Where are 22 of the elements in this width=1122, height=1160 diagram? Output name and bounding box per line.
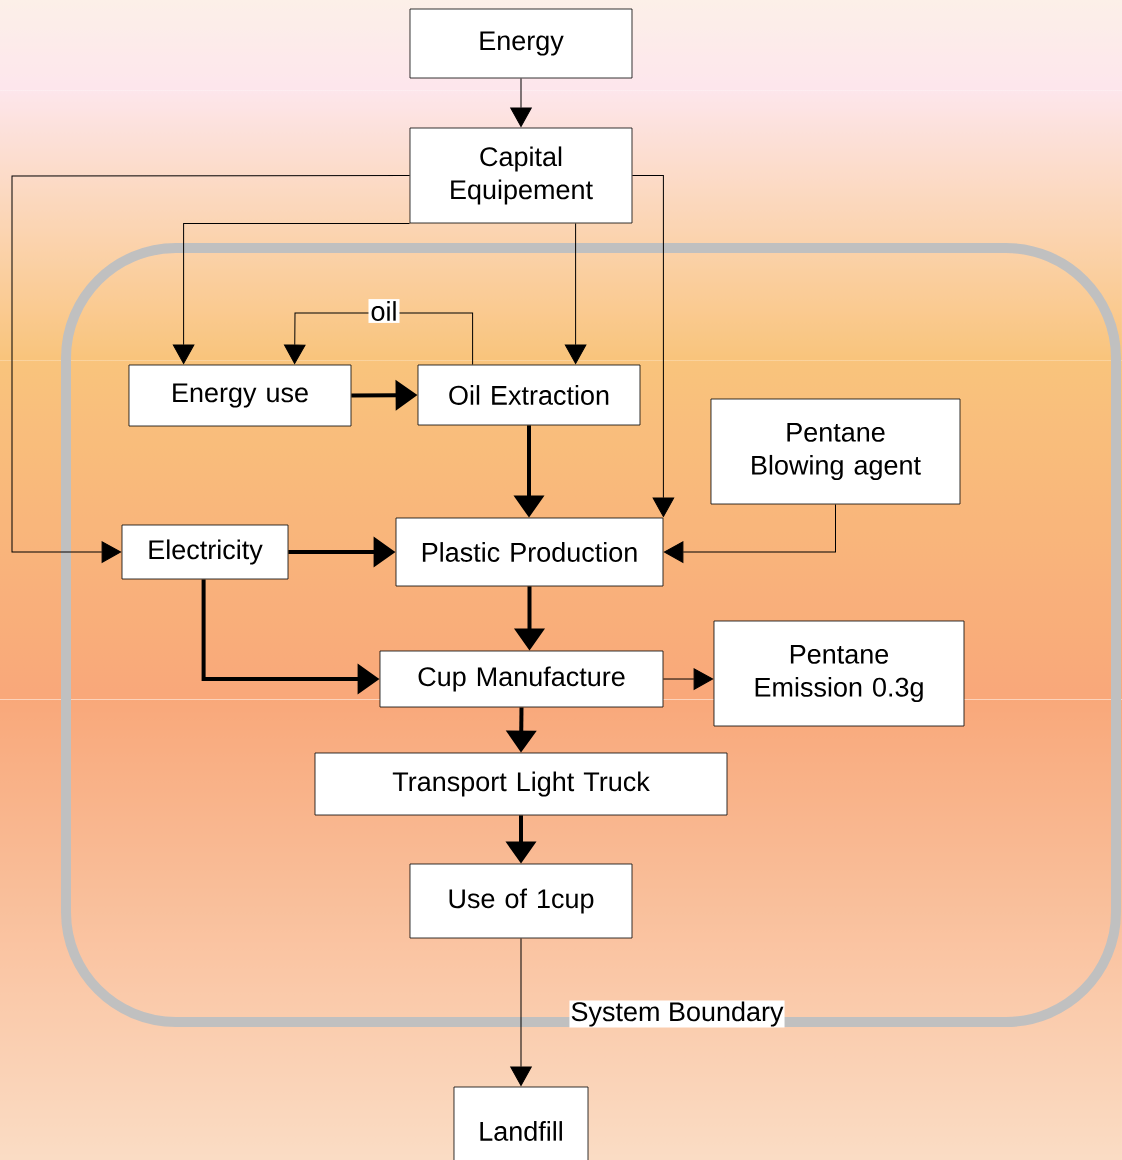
process-box: Plastic Production: [395, 517, 664, 587]
process-box: Use of 1cup: [409, 863, 633, 939]
arrow: [510, 937, 532, 1087]
process-box: Pentane Emission 0.3g: [713, 620, 965, 727]
process-box: Oil Extraction: [417, 364, 641, 426]
edge-label: oil: [368, 299, 400, 323]
arrow: [564, 222, 587, 365]
process-box: Transport Light Truck: [314, 752, 728, 816]
arrow: [11, 175, 411, 563]
process-box: Energy: [409, 8, 633, 79]
arrow: [284, 312, 474, 366]
process-box: Energy use: [128, 364, 352, 427]
process-box: Pentane Blowing agent: [710, 398, 961, 505]
arrow: [662, 668, 714, 690]
arrow: [510, 77, 532, 128]
process-box: Cup Manufacture: [379, 650, 664, 708]
arrow: [172, 222, 411, 365]
process-box: Landfill: [453, 1086, 589, 1160]
arrow: [663, 503, 836, 563]
arrow: [631, 175, 675, 518]
process-box: Electricity: [121, 524, 289, 580]
process-box: Capital Equipement: [409, 127, 633, 224]
